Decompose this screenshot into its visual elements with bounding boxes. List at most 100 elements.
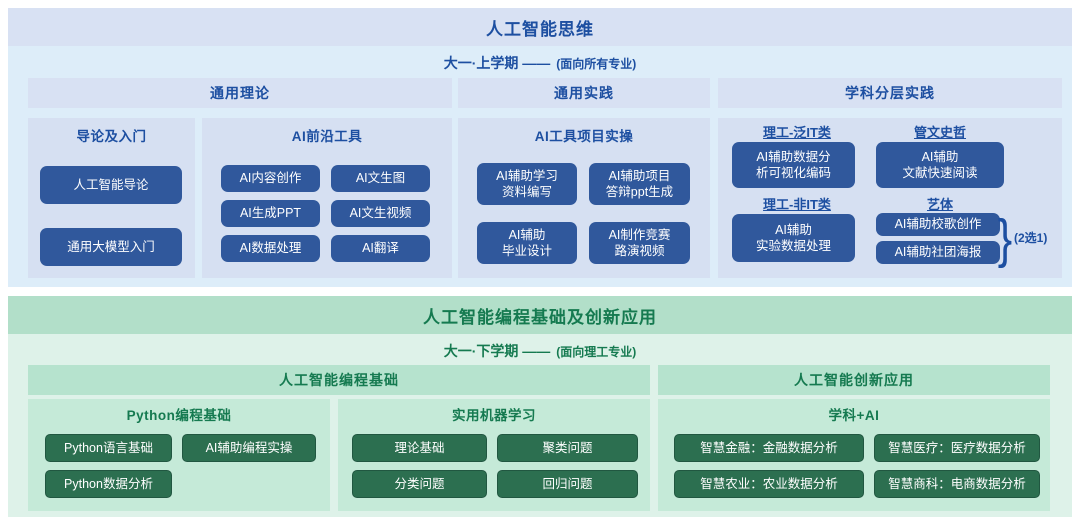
course-pill: AI辅助编程实操 (182, 434, 316, 462)
course-label-line2: 文献快速阅读 (902, 166, 978, 180)
course-label-line2: 资料编写 (501, 185, 552, 199)
course-pill: 人工智能导论 (40, 166, 182, 204)
course-label: 智慧农业：农业数据分析 (700, 476, 838, 491)
group-project-practice-heading: AI工具项目实操 (534, 129, 634, 144)
column-header-label: 学科分层实践 (845, 85, 935, 101)
course-label: 智慧医疗：医疗数据分析 (888, 440, 1026, 455)
group-ai-tools-heading: AI前沿工具 (291, 129, 363, 144)
course-pill: 理论基础 (352, 434, 487, 462)
course-label-line1: AI辅助 (508, 227, 546, 242)
semester2-title: 人工智能编程基础及创新应用 (423, 307, 657, 327)
group-ai-tools: AI前沿工具 AI内容创作 AI文生图 AI生成PPT AI文生视频 AI数据处… (202, 118, 452, 278)
group-machine-learning: 实用机器学习 理论基础 聚类问题 分类问题 回归问题 (338, 399, 650, 511)
course-pill: 聚类问题 (497, 434, 638, 462)
group-subject-ai-heading: 学科+AI (828, 408, 880, 423)
column-header-layered-practice: 学科分层实践 (718, 78, 1062, 108)
column-header-general-theory: 通用理论 (28, 78, 452, 108)
semester1-title: 人工智能思维 (486, 19, 594, 39)
semester2-panel: 大一·下学期 —— (面向理工专业) 人工智能编程基础 人工智能创新应用 Pyt… (8, 334, 1072, 517)
course-label: AI辅助校歌创作 (894, 217, 982, 232)
course-label: AI文生图 (355, 171, 406, 186)
sublabel-arts-sports: 艺体 (926, 197, 953, 212)
course-pill: AI辅助学习 资料编写 (477, 163, 577, 205)
choose-brace-glyph: } (997, 209, 1013, 269)
semester1-subtitle-text: 大一·上学期 —— (443, 55, 551, 71)
group-python-basics: Python编程基础 Python语言基础 AI辅助编程实操 Python数据分… (28, 399, 330, 511)
sublabel-stem-nonit: 理工-非IT类 (763, 197, 831, 212)
course-label-line2: 析可视化编码 (755, 166, 831, 180)
semester2-title-bar: 人工智能编程基础及创新应用 (8, 296, 1072, 334)
column-header-label: 人工智能创新应用 (794, 372, 914, 388)
course-pill: AI生成PPT (221, 200, 320, 227)
course-pill: AI辅助 文献快速阅读 (876, 142, 1004, 188)
course-pill: 智慧商科：电商数据分析 (874, 470, 1040, 498)
course-pill: AI文生图 (331, 165, 430, 192)
course-pill: 智慧金融：金融数据分析 (674, 434, 864, 462)
course-pill: Python语言基础 (45, 434, 172, 462)
column-header-label: 通用理论 (210, 85, 270, 101)
course-label: AI数据处理 (239, 241, 302, 256)
group-layered-practice: 理工-泛IT类 管文史哲 AI辅助数据分 析可视化编码 AI辅助 文献快速阅读 … (718, 118, 1062, 278)
choose-one-note: (2选1) (1014, 231, 1048, 245)
course-label: 理论基础 (394, 440, 445, 455)
course-pill: 分类问题 (352, 470, 487, 498)
course-pill: AI翻译 (331, 235, 430, 262)
course-pill: AI文生视频 (331, 200, 430, 227)
course-label: 分类问题 (394, 476, 445, 491)
course-label: AI翻译 (362, 241, 399, 256)
course-label-line1: AI辅助项目 (608, 168, 671, 183)
column-header-label: 人工智能编程基础 (279, 372, 399, 388)
course-label: AI生成PPT (239, 206, 302, 221)
course-pill: 智慧农业：农业数据分析 (674, 470, 864, 498)
course-label: AI文生视频 (349, 206, 412, 221)
course-pill: AI内容创作 (221, 165, 320, 192)
group-project-practice: AI工具项目实操 AI辅助学习 资料编写 AI辅助项目 答辩ppt生成 AI辅助… (458, 118, 710, 278)
course-label: 通用大模型入门 (67, 239, 155, 254)
semester1-title-bar: 人工智能思维 (8, 8, 1072, 46)
semester2-subtitle-text: 大一·下学期 —— (443, 343, 551, 359)
course-label-line1: AI辅助学习 (496, 168, 558, 183)
course-label-line2: 毕业设计 (501, 244, 552, 258)
column-header-innovation-apps: 人工智能创新应用 (658, 365, 1050, 395)
course-label: 聚类问题 (542, 440, 593, 455)
column-header-label: 通用实践 (554, 85, 614, 101)
course-pill: AI辅助项目 答辩ppt生成 (589, 163, 690, 205)
course-label: Python数据分析 (64, 476, 153, 491)
course-label: 智慧商科：电商数据分析 (888, 476, 1026, 491)
group-subject-ai: 学科+AI 智慧金融：金融数据分析 智慧医疗：医疗数据分析 智慧农业：农业数据分… (658, 399, 1050, 511)
course-label: 回归问题 (542, 476, 593, 491)
course-pill: AI辅助数据分 析可视化编码 (732, 142, 855, 188)
group-python-heading: Python编程基础 (126, 408, 232, 423)
course-label: 智慧金融：金融数据分析 (700, 440, 838, 455)
group-ml-heading: 实用机器学习 (452, 408, 536, 423)
course-pill: AI辅助校歌创作 (876, 213, 1000, 236)
course-pill: AI数据处理 (221, 235, 320, 262)
course-label-line1: AI辅助 (921, 149, 959, 164)
course-pill: 通用大模型入门 (40, 228, 182, 266)
course-label-line2: 路演视频 (614, 244, 665, 258)
course-pill: AI制作竞赛 路演视频 (589, 222, 690, 264)
group-intro-heading: 导论及入门 (76, 129, 147, 144)
course-pill: AI辅助社团海报 (876, 241, 1000, 264)
course-label: AI内容创作 (239, 171, 302, 186)
course-label-line1: AI辅助 (775, 222, 812, 237)
course-label: Python语言基础 (64, 440, 153, 455)
course-label-line1: AI辅助数据分 (756, 149, 831, 164)
course-label: 人工智能导论 (73, 177, 149, 192)
group-intro: 导论及入门 人工智能导论 通用大模型入门 (28, 118, 195, 278)
sublabel-humanities: 管文史哲 (913, 125, 966, 140)
column-header-general-practice: 通用实践 (458, 78, 710, 108)
semester1-panel: 大一·上学期 —— (面向所有专业) 通用理论 通用实践 学科分层实践 导论及入… (8, 46, 1072, 287)
semester1-subtitle: 大一·上学期 —— (面向所有专业) (8, 51, 1072, 75)
course-pill: Python数据分析 (45, 470, 172, 498)
column-header-programming-basics: 人工智能编程基础 (28, 365, 650, 395)
course-label: AI辅助社团海报 (894, 245, 982, 260)
semester2-subtitle-note: (面向理工专业) (556, 344, 637, 359)
course-label-line1: AI制作竞赛 (608, 227, 671, 242)
course-pill: AI辅助 实验数据处理 (732, 214, 855, 262)
course-label: AI辅助编程实操 (205, 440, 293, 455)
course-pill: 智慧医疗：医疗数据分析 (874, 434, 1040, 462)
sublabel-stem-it: 理工-泛IT类 (763, 125, 831, 140)
course-pill: 回归问题 (497, 470, 638, 498)
